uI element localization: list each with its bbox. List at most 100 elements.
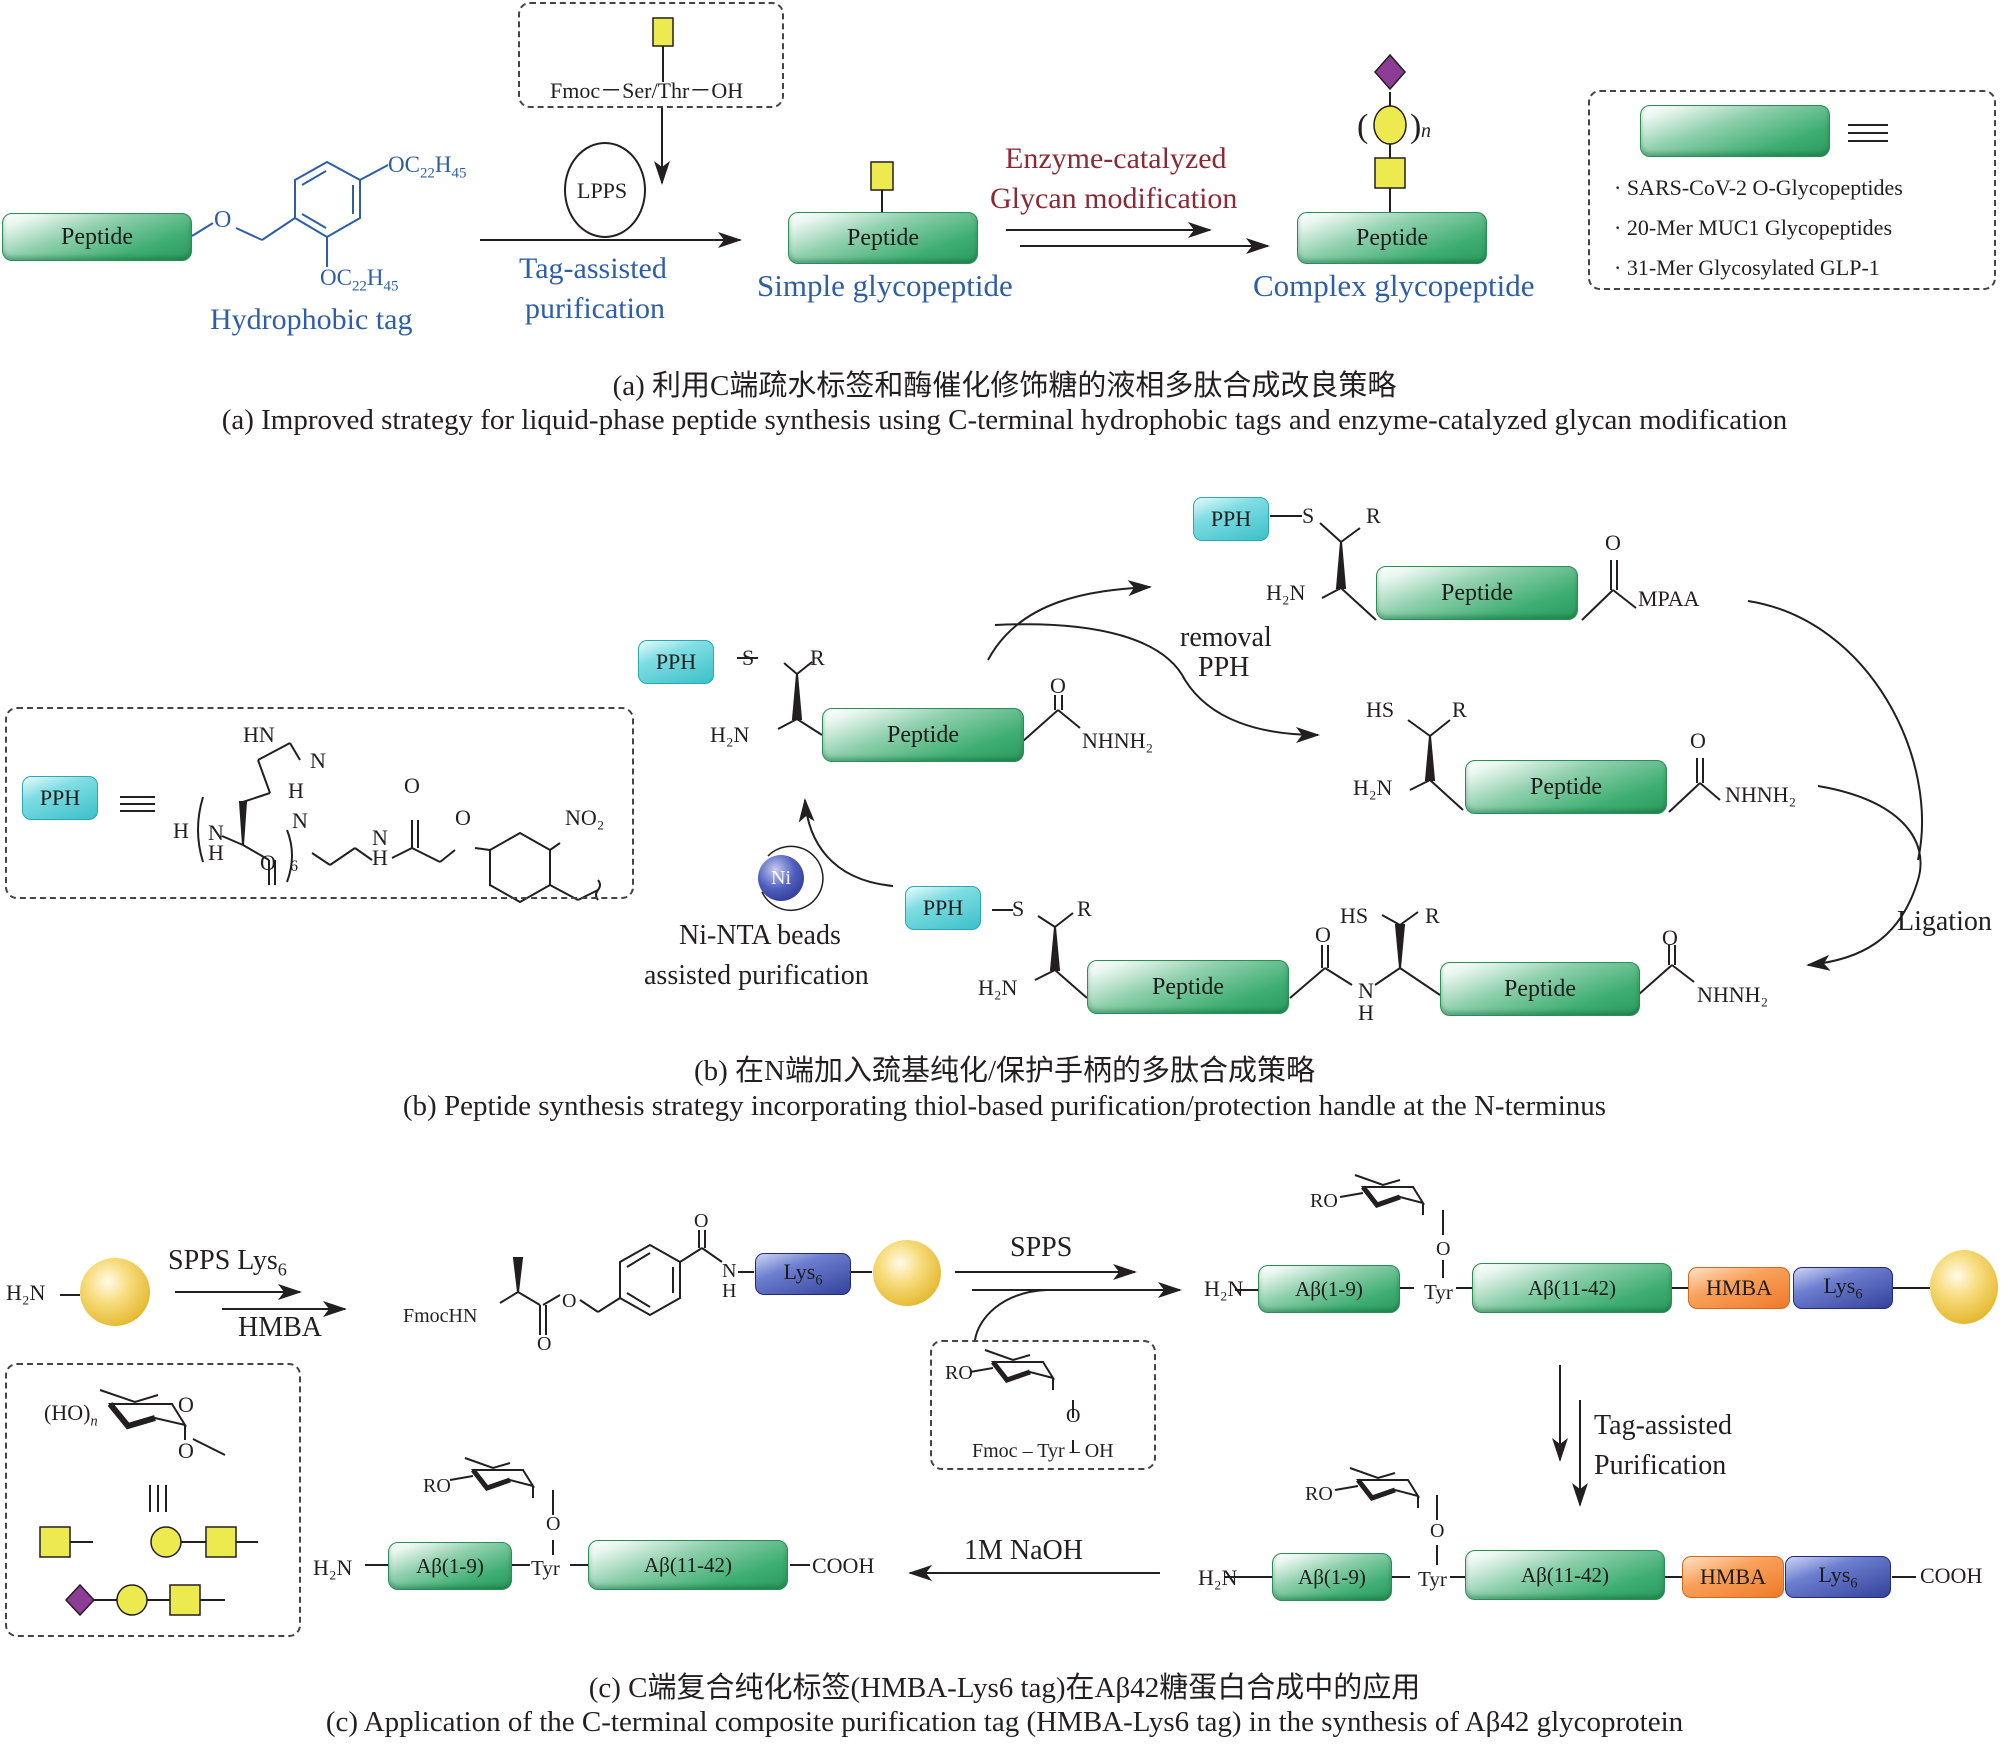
lys-label: Lys6	[1823, 1272, 1863, 1303]
ether-o: O	[455, 805, 471, 830]
galnac-square-icon	[1374, 157, 1406, 189]
r-group: R	[810, 645, 825, 670]
pph-label: PPH	[39, 785, 81, 810]
hydrazide: NHNH₂	[1697, 982, 1769, 1007]
abeta-1-9-label: Aβ(1-9)	[1298, 1564, 1366, 1589]
ro-group: RO	[1305, 1483, 1333, 1505]
caption-b-cn: (b) 在N端加入巯基纯化/保护手柄的多肽合成策略	[693, 1055, 1316, 1087]
carboxyl-terminus: COOH	[812, 1553, 875, 1578]
pph-label: PPH	[655, 649, 697, 674]
n-mid: N	[292, 808, 308, 833]
lys-label: Lys6	[1818, 1561, 1858, 1592]
caption-b-en: (b) Peptide synthesis strategy incorpora…	[402, 1090, 1607, 1122]
caption-c-cn: (c) C端复合纯化标签(HMBA-Lys6 tag)在Aβ42糖蛋白合成中的应…	[588, 1672, 1421, 1704]
amide-h: H	[372, 845, 388, 870]
tag-purification-label-1: Tag-assisted	[1594, 1410, 1733, 1441]
abeta-1-9-block: Aβ(1-9)	[1272, 1553, 1392, 1601]
step1-label-bottom: HMBA	[238, 1312, 323, 1343]
enzyme-label-1: Enzyme-catalyzed	[1005, 142, 1227, 175]
glycosidic-o: O	[546, 1513, 561, 1535]
pph-handle: PPH	[638, 640, 714, 684]
h-top: H	[288, 778, 304, 803]
ring-oxygen: O	[178, 1392, 194, 1417]
nitro-group: NO₂	[565, 805, 605, 830]
ni-nta-label-2: assisted purification	[644, 960, 869, 991]
sulfur: S	[1302, 503, 1315, 528]
resin-bead-icon	[873, 1240, 941, 1306]
pph-structure	[120, 742, 601, 904]
galnac-square-icon	[870, 161, 894, 191]
legend-peptide-block	[1640, 105, 1830, 157]
abeta-11-42-block: Aβ(11-42)	[1465, 1550, 1665, 1600]
thiol-species-bonds	[1407, 719, 1721, 813]
enzyme-label-2: Glycan modification	[990, 182, 1238, 215]
ro-group: RO	[423, 1475, 451, 1497]
amine: H₂N	[710, 722, 750, 747]
tag-purification-label-2: purification	[525, 292, 665, 325]
pph-label: PPH	[1210, 506, 1252, 531]
chain-amine: H₂N	[1198, 1565, 1238, 1590]
examples-legend-box	[1588, 90, 1996, 290]
peptide-label: Peptide	[1530, 773, 1602, 800]
ligation-label: Ligation	[1897, 906, 1992, 937]
resin-bead-icon	[1930, 1250, 1998, 1324]
carboxyl-terminus: COOH	[1920, 1563, 1983, 1588]
repeat-paren-close: )	[1410, 108, 1422, 145]
peptide-label: Peptide	[1152, 973, 1224, 1000]
glyco-tyr-building-block-box	[930, 1340, 1156, 1470]
spps-label: SPPS	[1010, 1232, 1073, 1263]
carbonyl-o: O	[1690, 728, 1706, 753]
repeat-paren-open: (	[1357, 108, 1369, 145]
abeta-1-9-label: Aβ(1-9)	[416, 1553, 484, 1578]
glycan-symbols	[39, 17, 1407, 1617]
hmba-label: HMBA	[1705, 1275, 1772, 1300]
glycosidic-o: O	[1430, 1520, 1445, 1542]
simple-glycopeptide-block: Peptide	[788, 212, 978, 264]
complex-glycopeptide-label: Complex glycopeptide	[1253, 268, 1535, 303]
resin-amine: H₂N	[6, 1280, 46, 1305]
hydrazide: NHNH₂	[1082, 728, 1154, 753]
resin-bead-icon	[80, 1258, 150, 1326]
amide-n: N	[722, 1260, 737, 1282]
abeta-11-42-label: Aβ(11-42)	[1520, 1562, 1610, 1587]
r-group: R	[1425, 903, 1440, 928]
amide-h: H	[1358, 1000, 1374, 1025]
ni-label: Ni	[771, 866, 791, 889]
amine-n: N	[208, 820, 224, 845]
building-block-box	[518, 2, 784, 108]
peptide-label: Peptide	[1441, 579, 1513, 606]
peptide-label: Peptide	[887, 721, 959, 748]
peptide-block: Peptide	[1440, 962, 1640, 1016]
hmba-resin-bonds	[499, 1230, 872, 1335]
amide-h: H	[722, 1280, 737, 1302]
ether-oxygen: O	[214, 207, 232, 233]
thiol: HS	[1366, 697, 1395, 722]
peptide-block: Peptide	[1465, 760, 1667, 814]
pph-handle: PPH	[22, 776, 98, 820]
step1-label-top: SPPS Lys6	[168, 1245, 287, 1280]
naoh-label: 1M NaOH	[964, 1535, 1083, 1566]
mpaa-species-bonds	[1270, 515, 1637, 621]
lpps-cycle	[564, 142, 646, 238]
peptide-block: Peptide	[1087, 960, 1289, 1014]
abeta-11-42-label: Aβ(11-42)	[1527, 1275, 1617, 1300]
repeat-n: n	[1421, 120, 1431, 142]
complex-glycopeptide-block: Peptide	[1297, 212, 1487, 264]
carbonyl-o: O	[1605, 530, 1621, 555]
abeta-11-42-label: Aβ(11-42)	[643, 1552, 733, 1577]
amine: H₂N	[978, 975, 1018, 1000]
amide-n: N	[1358, 978, 1374, 1003]
sialic-acid-diamond-icon	[1373, 53, 1407, 91]
amine-h: H	[208, 840, 224, 865]
building-block-label: Fmoc－Ser/Thr－OH	[550, 78, 744, 103]
imidazole-hn: HN	[243, 722, 275, 747]
caption-c-en: (c) Application of the C-terminal compos…	[325, 1706, 1684, 1738]
carbonyl-o: O	[1050, 673, 1066, 698]
legend-item: · 20-Mer MUC1 Glycopeptides	[1614, 215, 1893, 240]
amide-carbonyl-o: O	[694, 1210, 709, 1232]
hmba-linker: HMBA	[1688, 1267, 1790, 1309]
ro-group: RO	[1310, 1190, 1338, 1212]
ni-nta-label-1: Ni-NTA beads	[679, 920, 841, 951]
